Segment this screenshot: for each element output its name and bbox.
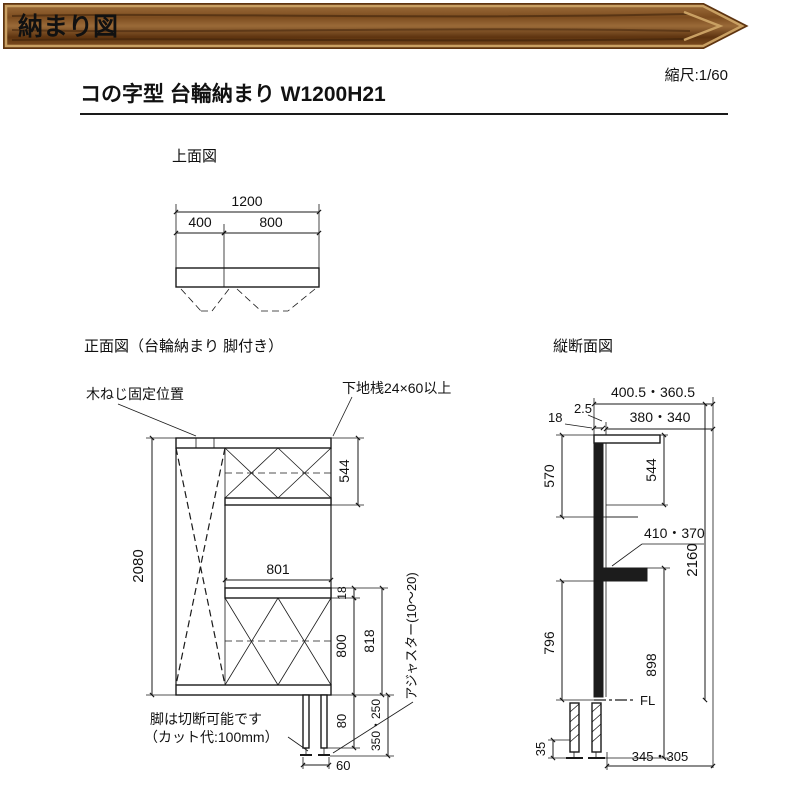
dim-380-340: 380・340 <box>630 409 691 425</box>
section-view: 縦断面図 400.5・360.5 18 2.5 380・340 FL <box>533 338 716 770</box>
leader-line <box>332 396 353 437</box>
note-base-batten: 下地桟24×60以上 <box>332 380 451 437</box>
extension-lines <box>327 587 394 757</box>
dim-60: 60 <box>336 758 350 773</box>
note-mid-depth: 410・370 <box>611 525 705 567</box>
upper-box-bottom-rail <box>224 497 332 506</box>
bottom-rail <box>175 684 332 696</box>
dim-898: 898 <box>643 653 659 677</box>
extension-lines <box>302 757 330 769</box>
dim-2-5: 2.5 <box>574 401 592 416</box>
dim-410-370: 410・370 <box>644 525 705 541</box>
title-block: コの字型 台輪納まり W1200H21 縮尺:1/60 <box>80 67 728 115</box>
scale-label: 縮尺:1/60 <box>665 67 728 84</box>
adjuster-stems <box>305 748 325 754</box>
extension-lines <box>605 567 670 759</box>
leader-line <box>564 423 593 429</box>
floor-label: FL <box>640 693 655 708</box>
lower-batten-cross <box>224 597 332 686</box>
leader-line <box>117 403 197 437</box>
front-view: 正面図（台輪納まり 脚付き） 木ねじ固定位置 下地桟24×60以上 <box>84 338 451 773</box>
side-edges <box>175 448 332 685</box>
note-adjuster: アジャスター(10～20) <box>332 572 419 754</box>
dim-80: 80 <box>334 714 349 728</box>
open-side-cross <box>175 447 226 686</box>
leg-front-right <box>320 694 328 749</box>
note-screw-position: 木ねじ固定位置 <box>86 386 197 437</box>
dim-2160: 2160 <box>684 543 701 576</box>
leader-line <box>332 701 414 754</box>
interior-feature-lines <box>606 504 668 518</box>
leg-plan-right <box>236 288 316 312</box>
dim-570: 570 <box>541 464 557 488</box>
extension-lines <box>548 739 570 759</box>
banner-title: 納まり図 <box>18 12 118 41</box>
base-frame-plan <box>175 267 320 288</box>
leg-front-left <box>302 694 310 749</box>
shelf-section <box>602 567 648 582</box>
top-view: 上面図 1200 400 800 <box>172 148 322 312</box>
front-view-label: 正面図（台輪納まり 脚付き） <box>84 338 283 355</box>
note-leg-cut: 脚は切断可能です （カット代:100mm） <box>144 711 309 752</box>
leg-hatch <box>569 703 580 743</box>
leader-line <box>611 543 704 567</box>
top-rail-section <box>593 434 661 444</box>
dim-350-250: 350・250 <box>369 699 383 751</box>
note-screw-text: 木ねじ固定位置 <box>86 386 184 402</box>
note-adjuster-text: アジャスター(10～20) <box>404 572 419 699</box>
dim-400-360: 400.5・360.5 <box>611 384 695 400</box>
top-view-label: 上面図 <box>172 148 217 165</box>
cabinet-section: FL <box>566 434 668 759</box>
lower-shelf-rail <box>224 587 332 599</box>
note-leg-cut-line1: 脚は切断可能です <box>150 711 262 727</box>
section-view-label: 縦断面図 <box>553 338 613 355</box>
dim-2080: 2080 <box>130 549 147 582</box>
leg-hatch <box>591 703 602 743</box>
dim-544-section: 544 <box>643 458 659 482</box>
wood-grain-line <box>11 38 689 42</box>
dim-544: 544 <box>336 459 352 483</box>
adjuster-stems <box>573 752 597 757</box>
leader-line <box>587 414 603 422</box>
wood-grain-line <box>11 13 689 18</box>
top-rail <box>175 437 332 449</box>
header-banner: 納まり図 <box>3 2 749 49</box>
leader-line <box>287 736 309 752</box>
cabinet-front <box>175 437 332 756</box>
note-leg-cut-line2: （カット代:100mm） <box>144 729 279 745</box>
dim-35: 35 <box>533 742 548 756</box>
back-panel-section <box>593 442 604 698</box>
dim-345-305: 345・305 <box>632 749 688 764</box>
dim-1200: 1200 <box>231 193 262 209</box>
leg-plan-left <box>180 288 230 312</box>
wood-grain-line <box>11 28 691 33</box>
extension-lines <box>146 437 176 696</box>
banner-chevron-icon <box>683 10 724 42</box>
dim-800: 800 <box>333 634 349 658</box>
dim-800: 800 <box>259 214 283 230</box>
note-batten-text: 下地桟24×60以上 <box>342 380 451 396</box>
dim-18: 18 <box>335 586 349 600</box>
dim-796: 796 <box>541 631 557 655</box>
screw-position-marks <box>195 438 215 448</box>
lower-batten-box <box>224 597 332 686</box>
dim-818: 818 <box>361 629 377 653</box>
page-title: コの字型 台輪納まり W1200H21 <box>80 82 386 106</box>
dim-400: 400 <box>188 214 212 230</box>
dim-18-section: 18 <box>548 410 562 425</box>
dim-801: 801 <box>266 561 290 577</box>
